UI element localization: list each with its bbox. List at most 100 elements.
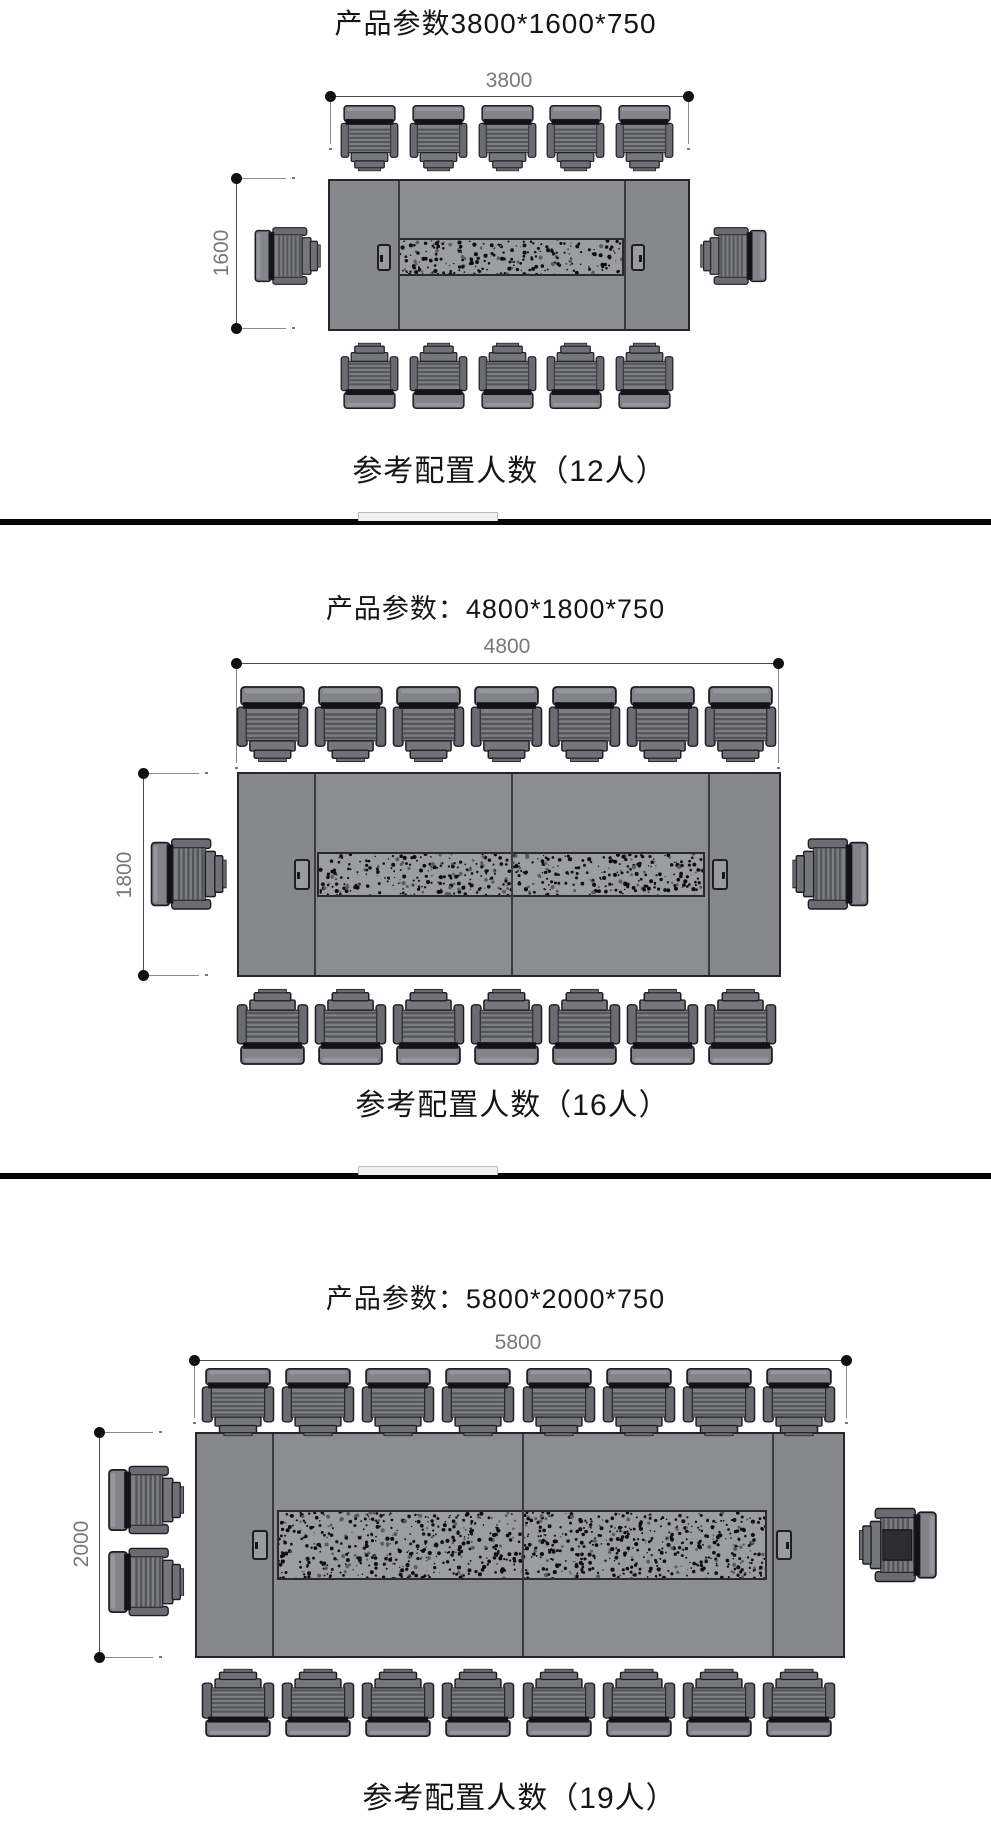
capacity-caption: 参考配置人数（19人）: [24, 1773, 991, 1817]
extension-line: [143, 975, 199, 976]
grommet-notch: [380, 255, 383, 262]
dimension-end-dot: [231, 658, 242, 669]
width-dimension-label: 4800: [447, 635, 567, 659]
capacity-caption: 参考配置人数（16人）: [17, 1080, 991, 1124]
chair: [409, 342, 468, 410]
chair: [478, 342, 537, 410]
dimension-end-dot: [841, 1355, 852, 1366]
extension-line: [688, 96, 689, 144]
chair: [314, 685, 387, 763]
tick-dot: [845, 1422, 848, 1424]
width-dimension-line: [194, 1360, 846, 1361]
chair: [254, 227, 322, 286]
cable-grommet: [776, 1530, 792, 1560]
chair: [201, 1668, 275, 1738]
chair: [478, 104, 537, 172]
grommet-notch: [297, 872, 300, 879]
grommet-notch: [255, 1542, 258, 1549]
tick-dot: [235, 767, 238, 769]
dimension-end-dot: [231, 323, 242, 334]
chair: [150, 838, 228, 911]
grommet-notch: [639, 255, 642, 262]
tick-dot: [159, 1656, 162, 1658]
chair: [546, 104, 605, 172]
chair: [470, 988, 543, 1066]
extension-line: [330, 96, 331, 144]
extension-line: [236, 328, 286, 329]
chair: [682, 1367, 756, 1437]
chair: [858, 1507, 938, 1583]
dimension-end-dot: [231, 173, 242, 184]
chair: [107, 1547, 185, 1617]
section-table-5800: 产品参数：5800*2000*750 5800 2000 参考配置人数（19人）: [0, 1179, 991, 1845]
grommet-notch: [722, 872, 725, 879]
tick-dot: [292, 177, 295, 179]
section-table-4800: 产品参数：4800*1800*750 4800 1800 参考配置人数（16人）: [0, 524, 991, 1179]
cable-grommet: [377, 244, 391, 271]
chair: [548, 685, 621, 763]
chair: [281, 1367, 355, 1437]
tick-dot: [292, 327, 295, 329]
chair: [236, 988, 309, 1066]
tick-dot: [193, 1422, 196, 1424]
extension-line: [143, 773, 199, 774]
chair: [792, 838, 870, 911]
chair: [615, 104, 674, 172]
chair: [762, 1367, 836, 1437]
width-dimension-line: [236, 663, 778, 664]
chair: [470, 685, 543, 763]
chair: [704, 988, 777, 1066]
divider-notch: [358, 512, 498, 521]
extension-line: [236, 178, 286, 179]
table-seam: [522, 1434, 524, 1656]
table-seam: [398, 181, 400, 329]
height-dimension-line: [99, 1432, 100, 1657]
chair: [441, 1367, 515, 1437]
dimension-end-dot: [138, 768, 149, 779]
chair: [546, 342, 605, 410]
table-seam: [511, 774, 513, 975]
cable-grommet: [712, 859, 728, 890]
capacity-caption: 参考配置人数（12人）: [14, 446, 991, 490]
height-dimension-line: [143, 773, 144, 975]
tick-dot: [687, 148, 690, 150]
cable-grommet: [631, 244, 645, 271]
chair: [201, 1367, 275, 1437]
tick-dot: [159, 1431, 162, 1433]
dimension-end-dot: [189, 1355, 200, 1366]
tick-dot: [329, 148, 332, 150]
chair: [682, 1668, 756, 1738]
conference-table: [328, 179, 690, 331]
tick-dot: [777, 767, 780, 769]
chair: [602, 1367, 676, 1437]
extension-line: [778, 663, 779, 763]
conference-table: [195, 1432, 845, 1658]
chair: [236, 685, 309, 763]
width-dimension-label: 5800: [458, 1331, 578, 1355]
dimension-end-dot: [683, 91, 694, 102]
height-dimension-label: 2000: [70, 1479, 94, 1609]
chair: [361, 1668, 435, 1738]
grommet-notch: [786, 1542, 789, 1549]
dimension-end-dot: [94, 1427, 105, 1438]
divider-notch: [358, 1166, 498, 1175]
dimension-end-dot: [773, 658, 784, 669]
chair: [522, 1367, 596, 1437]
height-dimension-label: 1600: [210, 188, 234, 318]
chair: [615, 342, 674, 410]
table-seam: [272, 1434, 274, 1656]
chair: [626, 685, 699, 763]
cable-grommet: [252, 1530, 268, 1560]
chair: [441, 1668, 515, 1738]
chair: [548, 988, 621, 1066]
conference-table: [237, 772, 781, 977]
chair: [107, 1465, 185, 1535]
extension-line: [194, 1360, 195, 1418]
width-dimension-label: 3800: [449, 69, 569, 93]
height-dimension-label: 1800: [113, 810, 137, 940]
cable-grommet: [294, 859, 310, 890]
dimension-end-dot: [94, 1652, 105, 1663]
chair: [626, 988, 699, 1066]
section-table-3800: 产品参数3800*1600*750 3800 1600 参考配置人数（12人）: [0, 0, 991, 524]
dimension-end-dot: [138, 970, 149, 981]
